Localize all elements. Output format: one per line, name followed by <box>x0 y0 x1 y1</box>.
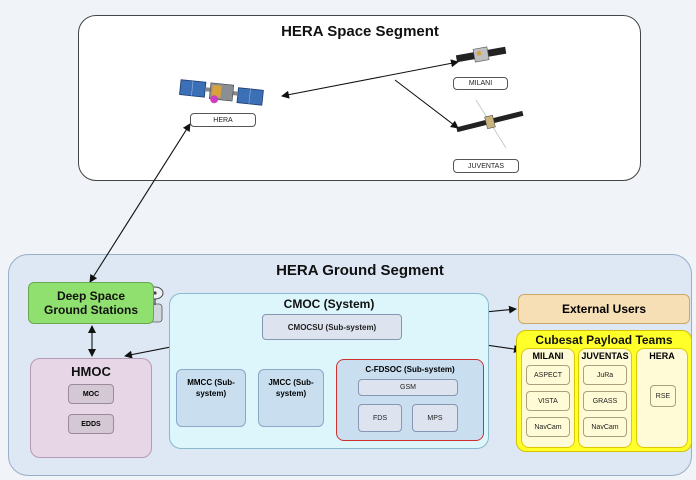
list-item: NavCam <box>583 417 627 437</box>
moc-box: MOC <box>68 384 114 404</box>
milani-label: MILANI <box>453 77 508 90</box>
arrow-milani-juventas <box>394 79 459 129</box>
hera-spacecraft-icon <box>179 79 264 106</box>
list-item: JuRa <box>583 365 627 385</box>
ground-segment-title: HERA Ground Segment <box>276 261 444 279</box>
cubesat-payload-teams-title: Cubesat Payload Teams <box>535 333 673 347</box>
cmoc-title: CMOC (System) <box>283 297 375 311</box>
hmoc-title: HMOC <box>71 363 111 379</box>
juventas-team-title: JUVENTAS <box>581 351 629 361</box>
edds-box: EDDS <box>68 414 114 434</box>
list-item: VISTA <box>526 391 570 411</box>
cmocsu-box: CMOCSU (Sub-system) <box>262 314 402 340</box>
juventas-cubesat-icon <box>456 99 524 149</box>
jmcc-box: JMCC (Sub-system) <box>258 369 324 427</box>
arrow-hera-milani <box>281 59 459 99</box>
list-item: NavCam <box>526 417 570 437</box>
hera-label: HERA <box>190 113 256 127</box>
milani-team-title: MILANI <box>532 351 564 361</box>
hmoc-box <box>30 358 152 458</box>
juventas-label: JUVENTAS <box>453 159 519 173</box>
milani-cubesat-icon <box>455 46 507 63</box>
mps-box: MPS <box>412 404 458 432</box>
fds-box: FDS <box>358 404 402 432</box>
mmcc-box: MMCC (Sub-system) <box>176 369 246 427</box>
list-item: GRASS <box>583 391 627 411</box>
hera-team-title: HERA <box>649 351 675 361</box>
arrow-hera-groundstations <box>89 123 191 283</box>
cfdsoc-title: C-FDSOC (Sub-system) <box>365 364 455 374</box>
list-item: RSE <box>650 385 676 407</box>
list-item: ASPECT <box>526 365 570 385</box>
gsm-box: GSM <box>358 379 458 396</box>
external-users-box: External Users <box>518 294 690 324</box>
deep-space-ground-stations: Deep Space Ground Stations <box>28 282 154 324</box>
space-segment-title: HERA Space Segment <box>281 22 439 40</box>
